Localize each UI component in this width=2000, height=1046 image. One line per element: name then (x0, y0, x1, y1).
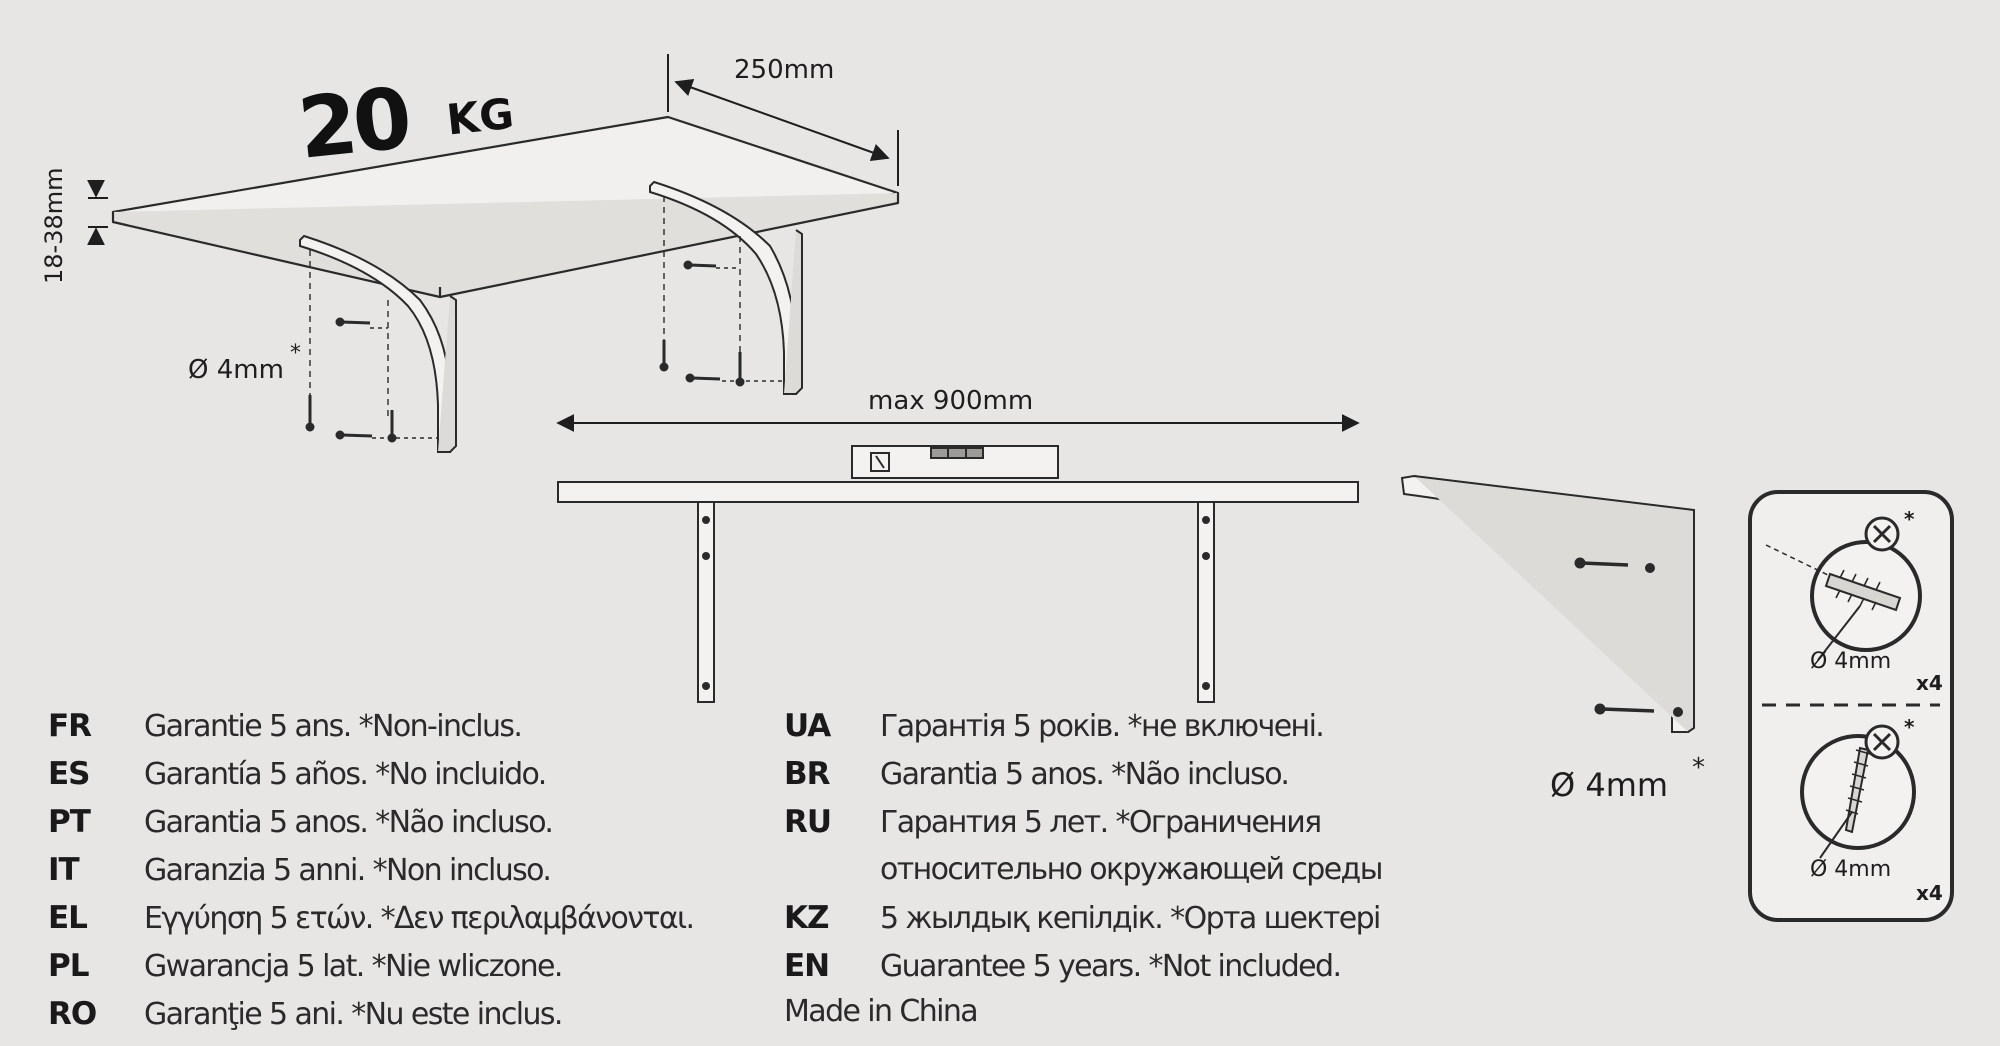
warranty-text: 5 жылдық кепілдік. *Орта шектері (880, 901, 1381, 936)
language-code: BR (784, 756, 831, 792)
screws-right (659, 260, 745, 387)
not-included-icon-top (1864, 516, 1900, 552)
warranty-row: FR Garantie 5 ans. *Non-inclus. (48, 708, 694, 756)
spirit-level (851, 445, 1059, 479)
made-in-label: Made in China (784, 994, 979, 1029)
warranty-row: UA Гарантія 5 років. *не включені. (784, 708, 1382, 756)
thickness-dimension (87, 179, 108, 246)
warranty-text: Gwarancja 5 lat. *Nie wliczone. (144, 949, 563, 984)
language-code: IT (48, 852, 80, 888)
front-view-shelf (557, 481, 1359, 703)
bracket-left (299, 234, 457, 453)
screw-diameter-top: Ø 4mm (1810, 649, 1891, 674)
warranty-row: относительно окружающей среды (784, 852, 1383, 900)
screw-diameter-bottom: Ø 4mm (1810, 857, 1891, 882)
language-code: PT (48, 804, 91, 840)
hardware-panel: * Ø 4mm x4 * Ø 4mm x4 (1748, 490, 1954, 922)
warranty-text: Garantía 5 años. *No incluido. (144, 757, 547, 792)
warranty-text: Гарантия 5 лет. *Ограничения (880, 805, 1322, 840)
screw-icon (1800, 734, 1916, 859)
language-code: ES (48, 756, 91, 792)
warranty-row: ES Garantía 5 años. *No incluido. (48, 756, 694, 804)
warranty-row: EN Guarantee 5 years. *Not included. (784, 948, 1382, 996)
warranty-text: Гарантія 5 років. *не включені. (880, 709, 1325, 744)
span-label: max 900mm (868, 386, 1033, 416)
language-code: FR (48, 708, 92, 744)
language-code: RO (48, 996, 97, 1032)
thickness-label: 18-38mm (40, 168, 68, 285)
max-load-value: 20 (294, 69, 413, 178)
warranty-row: PT Garantia 5 anos. *Não incluso. (48, 804, 694, 852)
quantity-top: x4 (1916, 671, 1943, 695)
max-load-unit: KG (444, 89, 516, 145)
warranty-row: EL Εγγύηση 5 ετών. *Δεν περιλαμβάνονται. (48, 900, 695, 948)
warranty-list-right: UA Гарантія 5 років. *не включені. BR Garan… (784, 708, 1383, 996)
warranty-text: Garantie 5 ans. *Non-inclus. (144, 709, 523, 744)
language-code: PL (48, 948, 89, 984)
warranty-row: KZ 5 жылдық кепілдік. *Орта шектері (784, 900, 1382, 948)
quantity-bottom: x4 (1916, 881, 1943, 905)
warranty-row: RU Гарантия 5 лет. *Ограничения (784, 804, 1382, 852)
wall-plug-icon (1765, 540, 1922, 661)
warranty-text: Garantia 5 anos. *Não incluso. (880, 757, 1290, 792)
warranty-list-left: FR Garantie 5 ans. *Non-inclus. ES Garantía… (48, 708, 695, 1044)
language-code: RU (784, 804, 832, 840)
screws-side (1574, 557, 1655, 715)
warranty-row: RO Garanţie 5 ani. *Nu este inclus. (48, 996, 694, 1044)
language-code: EL (48, 900, 88, 936)
drill-diameter-right: Ø 4mm (1550, 766, 1668, 804)
language-code: KZ (784, 900, 830, 936)
language-code: UA (784, 708, 831, 744)
warranty-row: BR Garantia 5 anos. *Não incluso. (784, 756, 1382, 804)
asterisk-top: * (1904, 507, 1915, 531)
warranty-text: Guarantee 5 years. *Not included. (880, 949, 1342, 984)
depth-label: 250mm (734, 55, 834, 85)
screws-left (305, 317, 397, 443)
warranty-text: Garanzia 5 anni. *Non incluso. (144, 853, 552, 888)
warranty-text: Garanţie 5 ani. *Nu este inclus. (144, 997, 563, 1032)
asterisk-bottom: * (1904, 715, 1915, 739)
drill-diameter-left: Ø 4mm (188, 355, 284, 385)
warranty-row: PL Gwarancja 5 lat. *Nie wliczone. (48, 948, 694, 996)
asterisk-right: * (1692, 753, 1705, 783)
warranty-text: относительно окружающей среды (880, 852, 1383, 887)
bracket-side-view (1400, 474, 1695, 733)
warranty-row: IT Garanzia 5 anni. *Non incluso. (48, 852, 694, 900)
warranty-text: Εγγύηση 5 ετών. *Δεν περιλαμβάνονται. (144, 901, 695, 936)
bracket-right (649, 180, 803, 395)
warranty-text: Garantia 5 anos. *Não incluso. (144, 805, 554, 840)
not-included-icon-bottom (1864, 724, 1900, 760)
language-code: EN (784, 948, 830, 984)
max-load-label: 20 KG (294, 69, 516, 178)
depth-dimension (667, 54, 899, 186)
asterisk-left: * (290, 341, 301, 366)
